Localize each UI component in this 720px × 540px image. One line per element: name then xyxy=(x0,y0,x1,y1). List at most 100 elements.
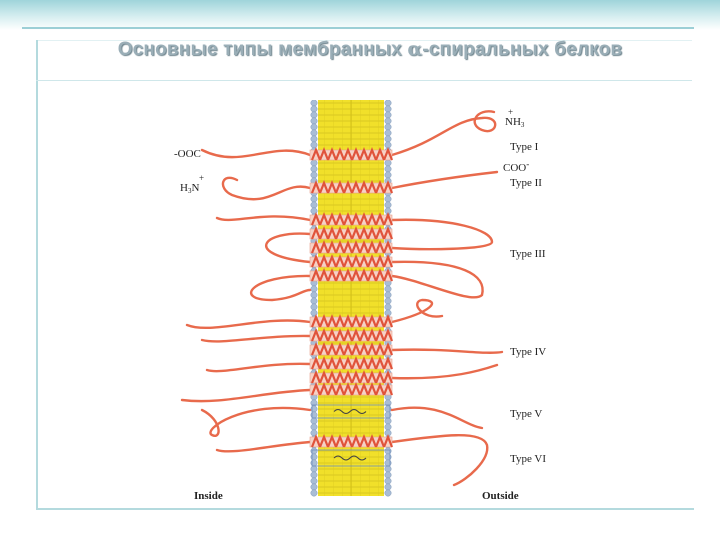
lipid-head xyxy=(310,123,318,131)
polypeptide-chain xyxy=(390,348,504,354)
polypeptide-chain xyxy=(205,362,312,373)
polypeptide-chain xyxy=(221,176,312,201)
frame-top-line xyxy=(36,40,692,41)
title-rule xyxy=(36,80,692,81)
helix xyxy=(309,342,394,356)
polypeptide-chain xyxy=(390,218,494,251)
lipid-head xyxy=(384,117,392,125)
content-frame xyxy=(36,40,694,510)
polypeptide-chain xyxy=(390,260,484,299)
title-suffix: -спиральных белков xyxy=(422,39,623,60)
lipid-head xyxy=(310,483,318,491)
lipid-head xyxy=(310,423,318,431)
helix xyxy=(309,314,394,328)
lipid-head xyxy=(384,297,392,305)
lipid-head xyxy=(310,291,318,299)
lipid-head xyxy=(310,141,318,149)
lipid-head xyxy=(384,195,392,203)
end-labels: NH3 + -OOC COO- H3N + xyxy=(174,107,529,195)
lipid-head xyxy=(384,99,392,107)
type-label-5: Type V xyxy=(510,408,542,420)
title-alpha: α xyxy=(407,38,423,60)
type-labels: Type I Type II Type III Type IV Type V T… xyxy=(510,141,546,465)
membrane-diagram: NH3 + -OOC COO- H3N + Type I Type II Typ… xyxy=(174,99,546,502)
lipid-head xyxy=(310,285,318,293)
polypeptide-chain xyxy=(264,232,312,264)
lipid-head xyxy=(310,159,318,167)
lipid-head xyxy=(310,99,318,107)
title-prefix: Основные типы мембранных xyxy=(117,39,408,60)
outside-label: Outside xyxy=(482,490,519,502)
lipid-head xyxy=(384,465,392,473)
h3n-charge: + xyxy=(199,173,204,183)
lipid-head xyxy=(384,471,392,479)
lipid-head xyxy=(384,417,392,425)
polypeptide-chain xyxy=(200,334,312,343)
polypeptide-chain xyxy=(200,148,312,159)
slide-title: Основные типы мембранных α-спиральных бе… xyxy=(50,38,690,61)
header-band xyxy=(0,0,720,30)
header-rule xyxy=(22,27,694,29)
lipid-head xyxy=(384,129,392,137)
lipid-head xyxy=(384,285,392,293)
lipid-head xyxy=(310,303,318,311)
lipid-head xyxy=(310,111,318,119)
nh3-label: NH3 xyxy=(505,116,525,129)
lipid-head xyxy=(310,135,318,143)
polypeptide-chain xyxy=(390,298,444,324)
ooc-label: -OOC xyxy=(174,148,201,160)
helix xyxy=(309,434,394,448)
helix xyxy=(309,356,394,370)
lipid-head xyxy=(384,105,392,113)
polypeptide-chain xyxy=(180,388,312,403)
lipid-head xyxy=(384,477,392,485)
polypeptide-chain xyxy=(200,406,312,437)
polypeptide-chain xyxy=(390,434,489,487)
inside-label: Inside xyxy=(194,490,223,502)
lipid-head xyxy=(384,489,392,497)
membrane-protein-figure: NH3 + -OOC COO- H3N + Type I Type II Typ… xyxy=(122,99,606,506)
helix xyxy=(309,240,394,254)
h3n-label: H3N xyxy=(180,182,199,195)
lipid-head xyxy=(384,171,392,179)
anchored-segment xyxy=(311,449,391,467)
lipid-head xyxy=(310,201,318,209)
polypeptide-chain xyxy=(215,215,312,222)
lipid-head xyxy=(310,165,318,173)
lipid-head xyxy=(384,111,392,119)
polypeptide-chain xyxy=(390,406,484,430)
type-label-2: Type II xyxy=(510,177,542,189)
lipid-head xyxy=(384,483,392,491)
lipid-head xyxy=(310,129,318,137)
type-label-4: Type IV xyxy=(510,346,546,358)
lipid-head xyxy=(310,477,318,485)
helix xyxy=(309,254,394,268)
helix xyxy=(309,370,394,384)
helix xyxy=(309,226,394,240)
lipid-head xyxy=(384,165,392,173)
lipid-head xyxy=(310,171,318,179)
helix xyxy=(309,147,394,161)
polypeptide-chains xyxy=(180,110,504,487)
nh3-charge: + xyxy=(508,107,513,117)
helix xyxy=(309,212,394,226)
lipid-head xyxy=(310,195,318,203)
lipid-head xyxy=(310,471,318,479)
polypeptide-chain xyxy=(249,274,312,302)
anchored-segment xyxy=(311,404,391,419)
lipid-head xyxy=(310,465,318,473)
helix xyxy=(309,382,394,396)
polypeptide-chain xyxy=(390,363,499,380)
lipid-head xyxy=(310,417,318,425)
lipid-bilayer xyxy=(318,100,384,496)
lipid-head xyxy=(310,489,318,497)
polypeptide-chain xyxy=(390,170,499,190)
lipid-head xyxy=(384,135,392,143)
lipid-head xyxy=(384,201,392,209)
lipid-head xyxy=(310,117,318,125)
type-label-1: Type I xyxy=(510,141,539,153)
lipid-head xyxy=(384,123,392,131)
lipid-head xyxy=(384,423,392,431)
lipid-head xyxy=(310,105,318,113)
